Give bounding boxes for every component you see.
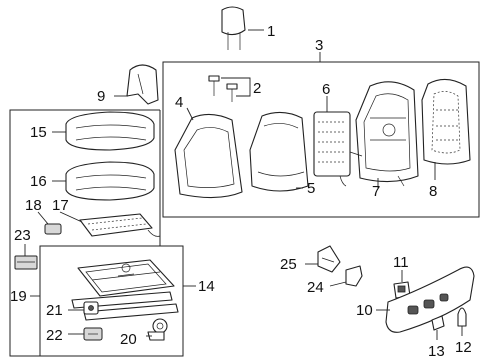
callout-22: 22	[46, 327, 63, 344]
callout-leader-18	[37, 211, 49, 225]
callout-6: 6	[322, 81, 330, 98]
callout-7: 7	[372, 183, 380, 200]
seat-switch-connector	[44, 223, 62, 235]
seat-back-pad	[249, 111, 309, 192]
seat-back-cover	[174, 113, 243, 199]
lever-cap	[457, 307, 467, 327]
callout-21: 21	[46, 302, 63, 319]
callout-1: 1	[267, 23, 275, 40]
callout-24: 24	[307, 279, 324, 296]
seat-cushion-pad	[65, 161, 155, 201]
callout-12: 12	[455, 339, 472, 356]
callout-9: 9	[97, 88, 105, 105]
seat-side-shield	[385, 266, 475, 333]
seat-track-sensor	[83, 327, 103, 341]
adjust-knob	[431, 315, 445, 331]
callout-8: 8	[429, 183, 437, 200]
callout-leader-2	[221, 77, 251, 97]
seat-trim-clip	[345, 265, 363, 287]
headrest-guide	[208, 75, 238, 102]
seat-module	[14, 255, 38, 270]
seat-back-trim-cover	[126, 64, 159, 105]
seat-cushion-cover	[65, 111, 155, 151]
callout-14: 14	[198, 278, 215, 295]
seat-side-bracket	[317, 245, 341, 273]
callout-10: 10	[356, 302, 373, 319]
seat-back-board	[421, 78, 471, 165]
seat-cushion-mat	[79, 213, 161, 237]
callout-25: 25	[280, 256, 297, 273]
callout-16: 16	[30, 173, 47, 190]
seat-track-group-box	[39, 245, 184, 357]
callout-18: 18	[25, 197, 42, 214]
lumbar-support	[313, 111, 351, 187]
height-adjust-motor	[147, 318, 168, 341]
callout-3: 3	[315, 37, 323, 54]
callout-20: 20	[120, 331, 137, 348]
callout-15: 15	[30, 124, 47, 141]
seat-back-frame	[349, 81, 419, 187]
callout-11-label: 11	[393, 254, 409, 271]
seat-track-motor	[83, 301, 99, 315]
callout-5: 5	[307, 180, 315, 197]
callout-leader-24	[329, 281, 347, 287]
callout-17: 17	[52, 197, 69, 214]
callout-4: 4	[175, 94, 183, 111]
seat-back-group-box	[162, 61, 480, 218]
callout-19: 19	[10, 288, 27, 305]
callout-13: 13	[428, 343, 445, 360]
callout-2: 2	[253, 80, 261, 97]
callout-leader-17	[59, 211, 83, 223]
callout-23: 23	[14, 227, 31, 244]
headrest	[221, 6, 246, 50]
callout-leader-4	[186, 107, 194, 121]
